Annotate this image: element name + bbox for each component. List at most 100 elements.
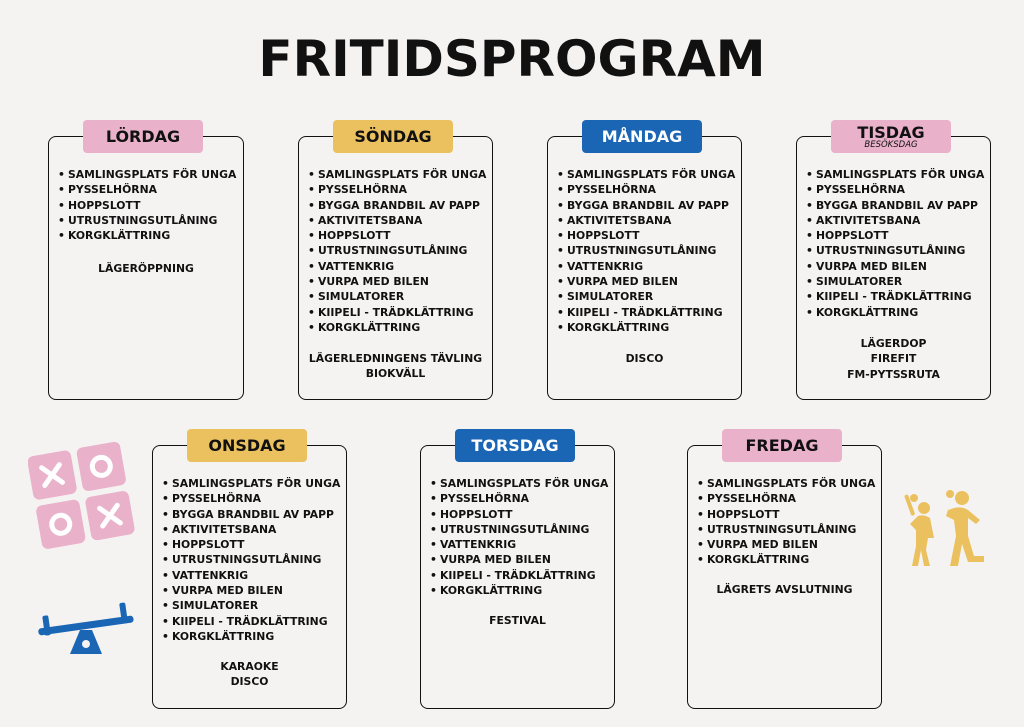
day-card-sondag: SÖNDAG SAMLINGSPLATS FÖR UNGAPYSSELHÖRNA… bbox=[298, 120, 493, 400]
activity-item: VATTENKRIG bbox=[162, 568, 340, 583]
day-label: TORSDAG bbox=[455, 429, 575, 462]
activity-item: AKTIVITETSBANA bbox=[308, 213, 486, 228]
activity-item: PYSSELHÖRNA bbox=[58, 182, 236, 197]
page-title: FRITIDSPROGRAM bbox=[258, 30, 766, 88]
activity-item: KIIPELI - TRÄDKLÄTTRING bbox=[806, 289, 984, 304]
activity-item: HOPPSLOTT bbox=[557, 228, 735, 243]
activity-item: PYSSELHÖRNA bbox=[430, 491, 608, 506]
day-notes: KARAOKE DISCO bbox=[153, 659, 346, 690]
day-card-tisdag: TISDAG BESÖKSDAG SAMLINGSPLATS FÖR UNGAP… bbox=[796, 120, 991, 400]
activity-item: VATTENKRIG bbox=[308, 259, 486, 274]
activity-item: UTRUSTNINGSUTLÅNING bbox=[557, 243, 735, 258]
day-name: TISDAG bbox=[857, 123, 925, 142]
day-notes: LÄGERÖPPNING bbox=[49, 261, 243, 276]
activity-item: KIIPELI - TRÄDKLÄTTRING bbox=[308, 305, 486, 320]
day-card-fredag: FREDAG SAMLINGSPLATS FÖR UNGAPYSSELHÖRNA… bbox=[687, 429, 882, 709]
day-notes: LÄGERLEDNINGENS TÄVLING BIOKVÄLL bbox=[299, 351, 492, 382]
day-note: BIOKVÄLL bbox=[365, 367, 426, 381]
activity-item: HOPPSLOTT bbox=[697, 507, 875, 522]
day-name: LÖRDAG bbox=[105, 127, 181, 146]
activity-item: PYSSELHÖRNA bbox=[697, 491, 875, 506]
day-label: ONSDAG bbox=[187, 429, 307, 462]
activity-item: AKTIVITETSBANA bbox=[806, 213, 984, 228]
activity-item: KIIPELI - TRÄDKLÄTTRING bbox=[162, 614, 340, 629]
activity-item: PYSSELHÖRNA bbox=[308, 182, 486, 197]
day-card-onsdag: ONSDAG SAMLINGSPLATS FÖR UNGAPYSSELHÖRNA… bbox=[152, 429, 347, 709]
activity-item: SAMLINGSPLATS FÖR UNGA bbox=[58, 167, 236, 182]
activity-item: SIMULATORER bbox=[162, 598, 340, 613]
day-note: FESTIVAL bbox=[489, 614, 546, 627]
activity-item: VURPA MED BILEN bbox=[697, 537, 875, 552]
activity-item: VURPA MED BILEN bbox=[430, 552, 608, 567]
activity-list: SAMLINGSPLATS FÖR UNGAPYSSELHÖRNAHOPPSLO… bbox=[58, 167, 236, 243]
activity-item: UTRUSTNINGSUTLÅNING bbox=[806, 243, 984, 258]
activity-item: BYGGA BRANDBIL AV PAPP bbox=[806, 198, 984, 213]
day-note: DISCO bbox=[230, 675, 269, 689]
activity-item: PYSSELHÖRNA bbox=[806, 182, 984, 197]
activity-item: PYSSELHÖRNA bbox=[162, 491, 340, 506]
activity-item: UTRUSTNINGSUTLÅNING bbox=[58, 213, 236, 228]
activity-item: PYSSELHÖRNA bbox=[557, 182, 735, 197]
activity-item: BYGGA BRANDBIL AV PAPP bbox=[308, 198, 486, 213]
day-label: MÅNDAG bbox=[582, 120, 702, 153]
activity-item: KIIPELI - TRÄDKLÄTTRING bbox=[557, 305, 735, 320]
day-note: DISCO bbox=[625, 352, 664, 365]
day-card-torsdag: TORSDAG SAMLINGSPLATS FÖR UNGAPYSSELHÖRN… bbox=[420, 429, 615, 709]
activity-item: AKTIVITETSBANA bbox=[162, 522, 340, 537]
day-notes: DISCO bbox=[548, 351, 741, 366]
day-card-mandag: MÅNDAG SAMLINGSPLATS FÖR UNGAPYSSELHÖRNA… bbox=[547, 120, 742, 400]
activity-item: KORGKLÄTTRING bbox=[308, 320, 486, 335]
day-name: MÅNDAG bbox=[601, 127, 683, 146]
activity-item: BYGGA BRANDBIL AV PAPP bbox=[162, 507, 340, 522]
activity-item: VURPA MED BILEN bbox=[806, 259, 984, 274]
activity-item: UTRUSTNINGSUTLÅNING bbox=[162, 552, 340, 567]
activity-item: UTRUSTNINGSUTLÅNING bbox=[697, 522, 875, 537]
day-note: FM-PYTSSRUTA bbox=[847, 367, 940, 381]
activity-item: SAMLINGSPLATS FÖR UNGA bbox=[308, 167, 486, 182]
activity-list: SAMLINGSPLATS FÖR UNGAPYSSELHÖRNABYGGA B… bbox=[557, 167, 735, 335]
activity-item: SIMULATORER bbox=[308, 289, 486, 304]
day-name: FREDAG bbox=[745, 436, 819, 455]
activity-item: BYGGA BRANDBIL AV PAPP bbox=[557, 198, 735, 213]
activity-item: HOPPSLOTT bbox=[162, 537, 340, 552]
activity-item: KORGKLÄTTRING bbox=[806, 305, 984, 320]
activity-item: KIIPELI - TRÄDKLÄTTRING bbox=[430, 568, 608, 583]
activity-item: KORGKLÄTTRING bbox=[430, 583, 608, 598]
activity-item: SAMLINGSPLATS FÖR UNGA bbox=[557, 167, 735, 182]
activity-item: VATTENKRIG bbox=[430, 537, 608, 552]
day-note: KARAOKE bbox=[220, 660, 279, 673]
day-note: FIREFIT bbox=[870, 352, 917, 366]
day-notes: LÄGRETS AVSLUTNING bbox=[688, 582, 881, 597]
activity-list: SAMLINGSPLATS FÖR UNGAPYSSELHÖRNAHOPPSLO… bbox=[430, 476, 608, 598]
activity-item: UTRUSTNINGSUTLÅNING bbox=[430, 522, 608, 537]
activity-item: KORGKLÄTTRING bbox=[58, 228, 236, 243]
activity-item: HOPPSLOTT bbox=[58, 198, 236, 213]
day-card-lordag: LÖRDAG SAMLINGSPLATS FÖR UNGAPYSSELHÖRNA… bbox=[48, 120, 244, 400]
day-note: LÄGRETS AVSLUTNING bbox=[716, 583, 853, 596]
day-name: SÖNDAG bbox=[354, 127, 432, 146]
activity-item: UTRUSTNINGSUTLÅNING bbox=[308, 243, 486, 258]
activity-list: SAMLINGSPLATS FÖR UNGAPYSSELHÖRNABYGGA B… bbox=[308, 167, 486, 335]
activity-item: SAMLINGSPLATS FÖR UNGA bbox=[430, 476, 608, 491]
activity-item: VURPA MED BILEN bbox=[557, 274, 735, 289]
seesaw-icon bbox=[38, 602, 134, 654]
activity-list: SAMLINGSPLATS FÖR UNGAPYSSELHÖRNABYGGA B… bbox=[806, 167, 984, 320]
activity-item: SIMULATORER bbox=[557, 289, 735, 304]
day-name: TORSDAG bbox=[471, 436, 559, 455]
day-note: LÄGERLEDNINGENS TÄVLING bbox=[308, 352, 483, 365]
day-label: FREDAG bbox=[722, 429, 842, 462]
activity-item: KORGKLÄTTRING bbox=[557, 320, 735, 335]
activity-item: HOPPSLOTT bbox=[806, 228, 984, 243]
activity-item: VURPA MED BILEN bbox=[162, 583, 340, 598]
activity-item: VATTENKRIG bbox=[557, 259, 735, 274]
activity-item: SAMLINGSPLATS FÖR UNGA bbox=[697, 476, 875, 491]
activity-item: HOPPSLOTT bbox=[308, 228, 486, 243]
activity-item: SIMULATORER bbox=[806, 274, 984, 289]
day-label: LÖRDAG bbox=[83, 120, 203, 153]
activity-item: HOPPSLOTT bbox=[430, 507, 608, 522]
activity-item: KORGKLÄTTRING bbox=[162, 629, 340, 644]
day-name: ONSDAG bbox=[208, 436, 286, 455]
day-note: LÄGERDOP bbox=[860, 337, 927, 350]
activity-item: VURPA MED BILEN bbox=[308, 274, 486, 289]
